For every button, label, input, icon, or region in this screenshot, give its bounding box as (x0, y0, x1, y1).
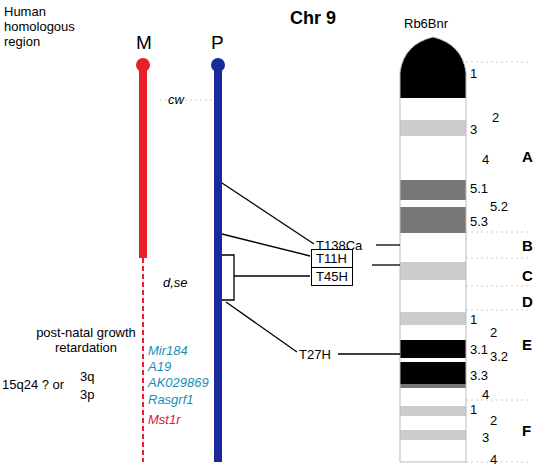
human-region: 15q24 ? or (2, 377, 64, 392)
chromosome-name: P (211, 32, 224, 53)
translocation-name: T45H (312, 267, 352, 285)
band-number: 4 (482, 387, 489, 402)
band-number: 3.1 (470, 342, 488, 357)
strain-name: Rb6Bnr (404, 16, 448, 31)
chromosome-name: M (136, 32, 152, 53)
band-number: 2 (492, 110, 499, 125)
gene-name: Mst1r (148, 412, 181, 427)
gene-name: Rasgrf1 (148, 392, 194, 407)
band-number: 5.2 (490, 199, 508, 214)
band-number: 4 (490, 452, 497, 467)
gene-name: Mir184 (148, 343, 188, 358)
band-number: 2 (490, 325, 497, 340)
human-region: 3q (80, 369, 94, 384)
locus-name: cw (168, 92, 184, 107)
translocation-name: T27H (299, 347, 331, 362)
diagram-title: Chr 9 (290, 8, 336, 28)
band-number: 1 (470, 402, 477, 417)
gene-name: A19 (148, 359, 171, 374)
translocation-name: T11H (312, 250, 352, 267)
region-letter: C (522, 267, 533, 284)
band-number: 5.1 (470, 181, 488, 196)
band-number: 1 (470, 312, 477, 327)
region-letter: F (522, 422, 531, 439)
axis-heading: Human homologous region (4, 4, 96, 49)
phenotype-note: post-natal growth retardation (30, 325, 142, 355)
region-letter: D (522, 293, 533, 310)
band-number: 4 (482, 152, 489, 167)
gene-name: AK029869 (148, 375, 209, 390)
band-number: 5.3 (470, 214, 488, 229)
band-number: 2 (490, 413, 497, 428)
band-number: 3 (470, 122, 477, 137)
band-number: 3.2 (490, 349, 508, 364)
region-letter: A (522, 148, 533, 165)
region-letter: B (522, 237, 533, 254)
band-number: 1 (470, 66, 477, 81)
region-letter: E (522, 336, 532, 353)
human-region: 3p (80, 387, 94, 402)
translocation-box: T11HT45H (311, 249, 353, 286)
band-number: 3 (482, 430, 489, 445)
band-number: 3.3 (470, 368, 488, 383)
locus-name: d,se (163, 275, 188, 290)
